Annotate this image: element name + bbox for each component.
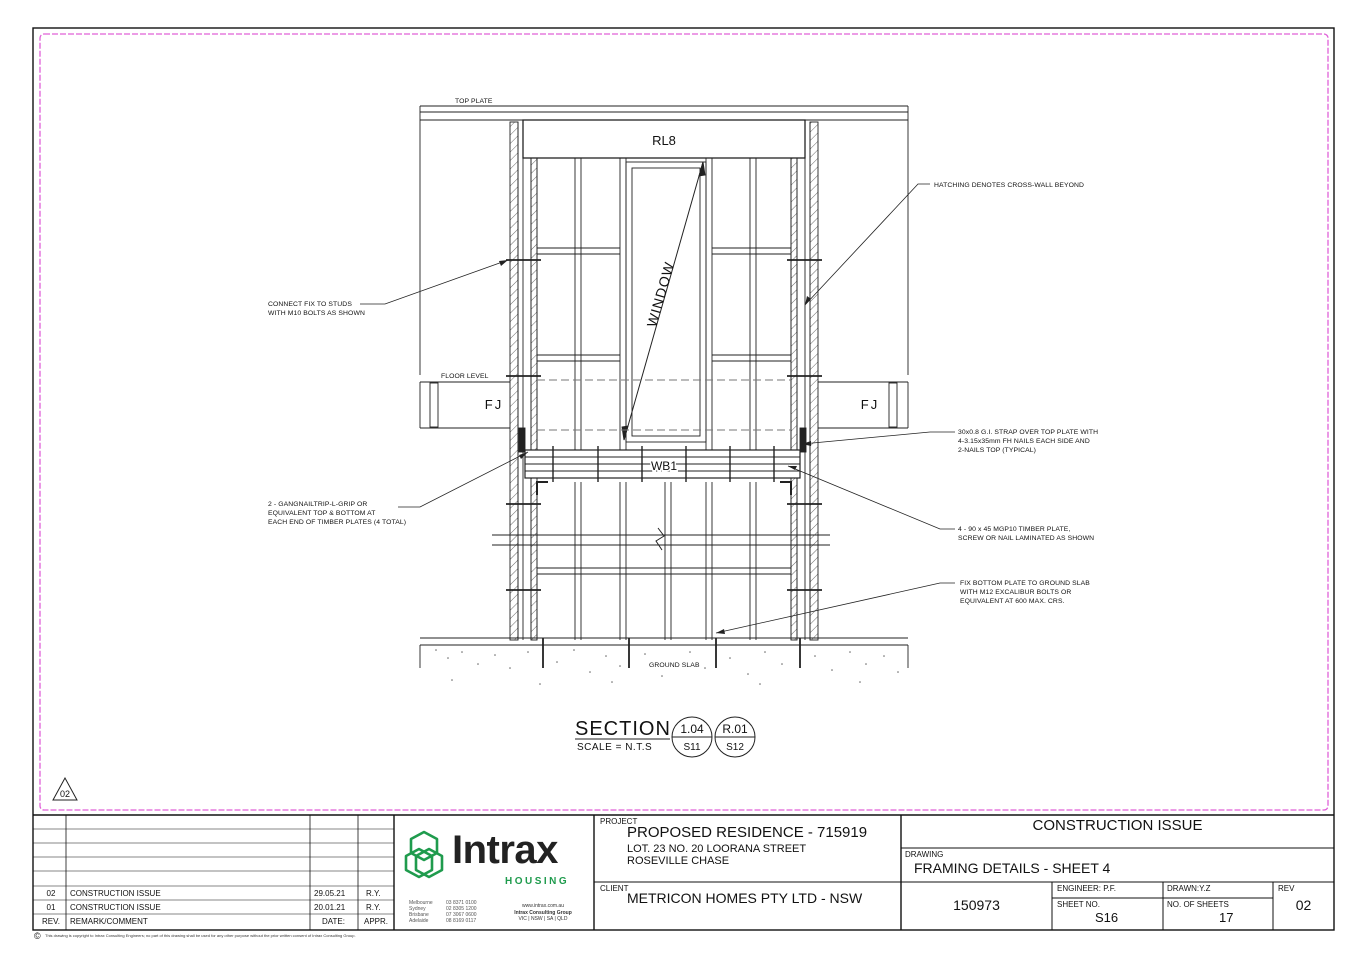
revision-header-rev: REV. <box>42 917 60 926</box>
note-line: CONNECT FIX TO STUDS <box>268 301 352 308</box>
note-timber-plate: 4 - 90 x 45 MGP10 TIMBER PLATE, SCREW OR… <box>958 526 1094 542</box>
revision-date: 20.01.21 <box>314 903 346 912</box>
section-scale: SCALE = N.T.S <box>577 742 652 753</box>
note-line: 2 - GANGNAILTRIP-L-GRIP OR <box>268 501 367 508</box>
phone-list: 03 8371 0100 02 8305 1200 07 3067 0600 0… <box>446 900 477 924</box>
revision-header-remark: REMARK/COMMENT <box>70 917 148 926</box>
intrax-logo-icon <box>404 830 444 879</box>
note-connect-fix: CONNECT FIX TO STUDS WITH M10 BOLTS AS S… <box>268 301 365 317</box>
sheet-count-label: NO. OF SHEETS <box>1167 900 1229 909</box>
company-website[interactable]: www.intrax.com.au <box>522 903 564 909</box>
section-title: SECTION <box>575 718 671 740</box>
note-line: FIX BOTTOM PLATE TO GROUND SLAB <box>960 580 1090 587</box>
note-gangnail: 2 - GANGNAILTRIP-L-GRIP OR EQUIVALENT TO… <box>268 501 406 526</box>
window-label: WINDOW <box>644 260 678 329</box>
leader-lines <box>360 183 955 634</box>
note-hatching: HATCHING DENOTES CROSS-WALL BEYOND <box>934 182 1084 189</box>
rev-label: REV <box>1278 884 1295 893</box>
note-strap: 30x0.8 G.I. STRAP OVER TOP PLATE WITH 4-… <box>958 429 1098 454</box>
note-line: WITH M12 EXCALIBUR BOLTS OR <box>960 589 1071 596</box>
ground-slab-hatch <box>435 649 899 685</box>
sheet-number-label: SHEET NO. <box>1057 900 1100 909</box>
framing-section <box>419 105 909 668</box>
drawing-label: DRAWING <box>905 850 944 859</box>
revision-number: 02 <box>46 889 56 898</box>
copyright-text: This drawing is copyright to Intrax Cons… <box>45 933 356 938</box>
section-ref2-top: R.01 <box>722 722 748 736</box>
note-line: EACH END OF TIMBER PLATES (4 TOTAL) <box>268 519 406 526</box>
title-block-lines <box>33 814 1334 930</box>
sheet-count: 17 <box>1219 910 1234 925</box>
engineer-field: ENGINEER: P.F. <box>1057 884 1116 893</box>
project-address-1: LOT. 23 NO. 20 LOORANA STREET <box>627 843 807 855</box>
drawing-title: FRAMING DETAILS - SHEET 4 <box>914 860 1111 876</box>
drawn-field: DRAWN:Y.Z <box>1167 884 1211 893</box>
floor-joist-left-label: FJ <box>485 397 503 412</box>
revision-cloud <box>39 33 1329 811</box>
project-address-2: ROSEVILLE CHASE <box>627 855 730 867</box>
logo-subtitle: HOUSING <box>505 876 570 887</box>
ground-slab-label: GROUND SLAB <box>649 662 700 669</box>
rev-value: 02 <box>1295 897 1312 913</box>
project-label: PROJECT <box>600 817 638 826</box>
beam-label: WB1 <box>651 459 677 473</box>
client-label: CLIENT <box>600 884 629 893</box>
client-name: METRICON HOMES PTY LTD - NSW <box>627 890 863 906</box>
note-line: 4-3.15x35mm FH NAILS EACH SIDE AND <box>958 438 1090 445</box>
office-name: Brisbane <box>409 912 429 918</box>
sheet-border <box>32 27 1335 931</box>
floor-level-label: FLOOR LEVEL <box>441 373 489 380</box>
note-line: EQUIVALENT AT 600 MAX. CRS. <box>960 598 1065 605</box>
office-phone: 08 8169 0117 <box>446 918 477 924</box>
office-phone: 07 3067 0600 <box>446 912 477 918</box>
company-states: VIC | NSW | SA | QLD <box>518 916 568 922</box>
lintel-label: RL8 <box>652 133 676 148</box>
sheet-number: S16 <box>1095 910 1119 925</box>
note-line: 4 - 90 x 45 MGP10 TIMBER PLATE, <box>958 526 1070 533</box>
revision-header-approval: APPR. <box>364 917 389 926</box>
beam-label-halo: WB1 <box>651 459 677 473</box>
office-name: Adelaide <box>409 918 429 924</box>
company-contact: www.intrax.com.au Intrax Consulting Grou… <box>508 903 578 923</box>
top-plate-label: TOP PLATE <box>455 98 493 105</box>
note-line: EQUIVALENT TOP & BOTTOM AT <box>268 510 375 517</box>
note-line: WITH M10 BOLTS AS SHOWN <box>268 310 365 317</box>
revision-header-date: DATE: <box>322 917 345 926</box>
revision-approval: R.Y. <box>366 903 381 912</box>
revision-remark: CONSTRUCTION ISSUE <box>70 889 161 898</box>
revision-number: 01 <box>46 903 56 912</box>
company-group: Intrax Consulting Group <box>514 909 572 916</box>
leader-arrowheads <box>499 260 811 634</box>
note-line: 30x0.8 G.I. STRAP OVER TOP PLATE WITH <box>958 429 1098 436</box>
job-number: 150973 <box>953 897 1000 913</box>
section-ref1-bottom: S11 <box>683 742 700 753</box>
revision-approval: R.Y. <box>366 889 381 898</box>
revision-date: 29.05.21 <box>314 889 346 898</box>
section-title-block: SECTION SCALE = N.T.S 1.04 S11 R.01 S12 <box>575 716 756 758</box>
note-line: SCREW OR NAIL LAMINATED AS SHOWN <box>958 535 1094 542</box>
project-title: PROPOSED RESIDENCE - 715919 <box>627 824 868 841</box>
office-list: Melbourne Sydney Brisbane Adelaide <box>409 900 433 924</box>
office-phone: 03 8371 0100 <box>446 900 477 906</box>
office-name: Sydney <box>409 906 426 912</box>
note-fix-bottom: FIX BOTTOM PLATE TO GROUND SLAB WITH M12… <box>960 580 1090 605</box>
office-name: Melbourne <box>409 900 433 906</box>
note-line: HATCHING DENOTES CROSS-WALL BEYOND <box>934 182 1084 189</box>
revision-triangle: 02 <box>52 776 78 801</box>
note-line: 2-NAILS TOP (TYPICAL) <box>958 447 1036 454</box>
section-ref2-bottom: S12 <box>726 742 744 753</box>
revision-remark: CONSTRUCTION ISSUE <box>70 903 161 912</box>
logo-wordmark: Intrax <box>452 828 558 872</box>
issue-status: CONSTRUCTION ISSUE <box>1032 817 1203 834</box>
section-ref1-top: 1.04 <box>680 722 704 736</box>
copyright-icon: © <box>34 931 41 941</box>
revision-marker-text: 02 <box>60 789 70 799</box>
floor-joist-right-label: FJ <box>861 397 879 412</box>
office-phone: 02 8305 1200 <box>446 906 477 912</box>
